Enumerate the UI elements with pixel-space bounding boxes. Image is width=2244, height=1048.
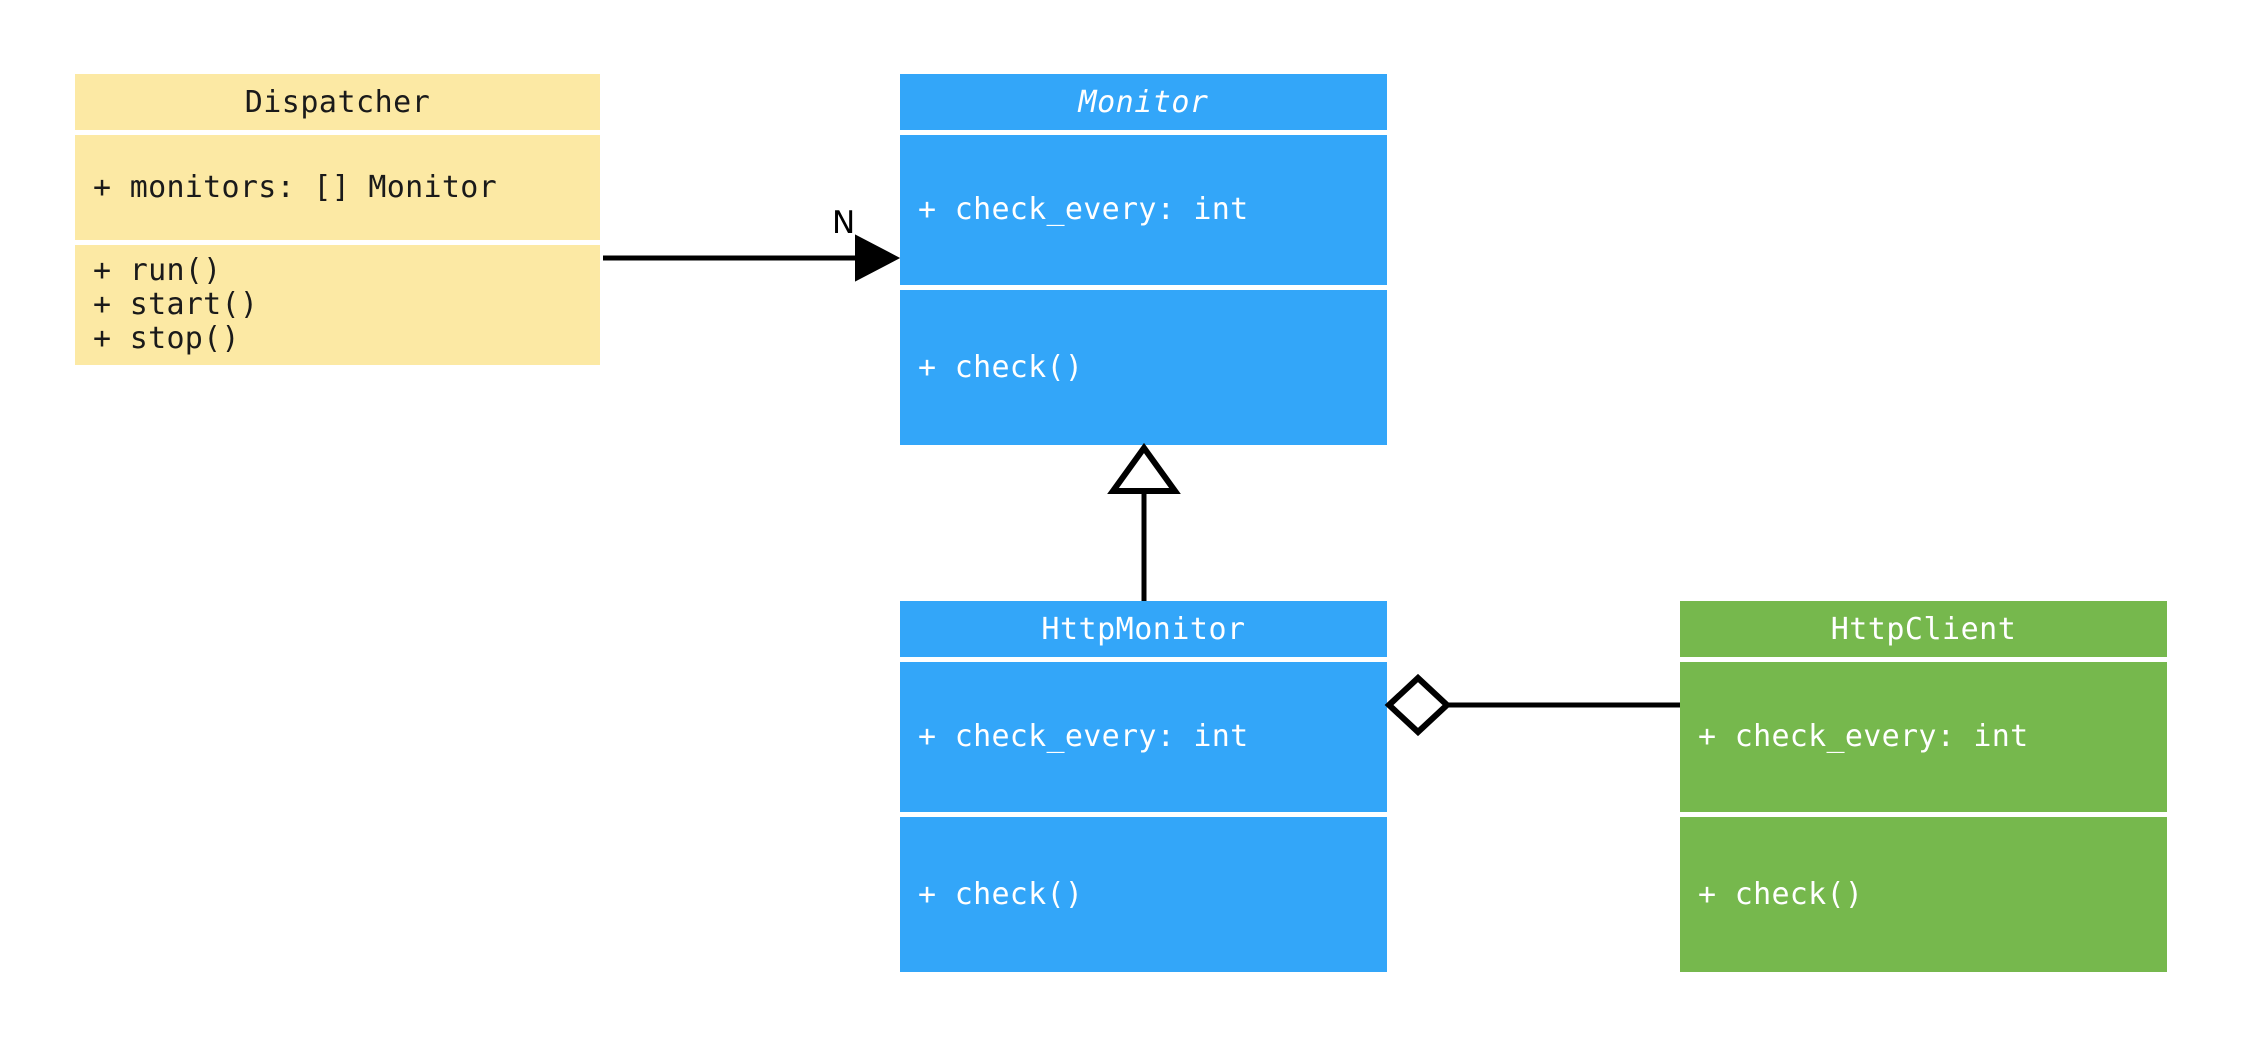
class-methods-dispatcher: + run() + start() + stop() xyxy=(75,245,600,365)
edge-dispatcher-to-monitor xyxy=(603,234,901,282)
edge-label-multiplicity-n: N xyxy=(832,205,856,241)
method-row: + check() xyxy=(918,876,1084,912)
class-attributes-httpmonitor: + check_every: int xyxy=(900,662,1387,812)
attribute-row: + monitors: [] Monitor xyxy=(93,169,497,205)
class-title-httpclient: HttpClient xyxy=(1680,601,2167,657)
method-row: + start() xyxy=(93,287,259,322)
attribute-row: + check_every: int xyxy=(918,192,1249,227)
class-title-dispatcher: Dispatcher xyxy=(75,74,600,130)
class-attributes-monitor: + check_every: int xyxy=(900,135,1387,285)
attribute-row: + check_every: int xyxy=(918,719,1249,754)
class-attributes-httpclient: + check_every: int xyxy=(1680,662,2167,812)
uml-class-httpmonitor[interactable]: HttpMonitor + check_every: int + check() xyxy=(900,601,1387,972)
uml-class-monitor[interactable]: Monitor + check_every: int + check() xyxy=(900,74,1387,445)
method-row: + check() xyxy=(1698,876,1864,912)
method-row: + check() xyxy=(918,349,1084,385)
class-methods-httpclient: + check() xyxy=(1680,817,2167,972)
class-attributes-dispatcher: + monitors: [] Monitor xyxy=(75,135,600,240)
edge-httpmonitor-inherits-monitor xyxy=(1107,442,1181,601)
class-title-monitor: Monitor xyxy=(900,74,1387,130)
edge-httpmonitor-aggregates-httpclient xyxy=(1384,673,1680,737)
method-row: + stop() xyxy=(93,321,240,356)
uml-class-dispatcher[interactable]: Dispatcher + monitors: [] Monitor + run(… xyxy=(75,74,600,365)
uml-class-httpclient[interactable]: HttpClient + check_every: int + check() xyxy=(1680,601,2167,972)
attribute-row: + check_every: int xyxy=(1698,719,2029,754)
class-title-httpmonitor: HttpMonitor xyxy=(900,601,1387,657)
method-row: + run() xyxy=(93,253,222,288)
class-methods-httpmonitor: + check() xyxy=(900,817,1387,972)
class-methods-monitor: + check() xyxy=(900,290,1387,445)
